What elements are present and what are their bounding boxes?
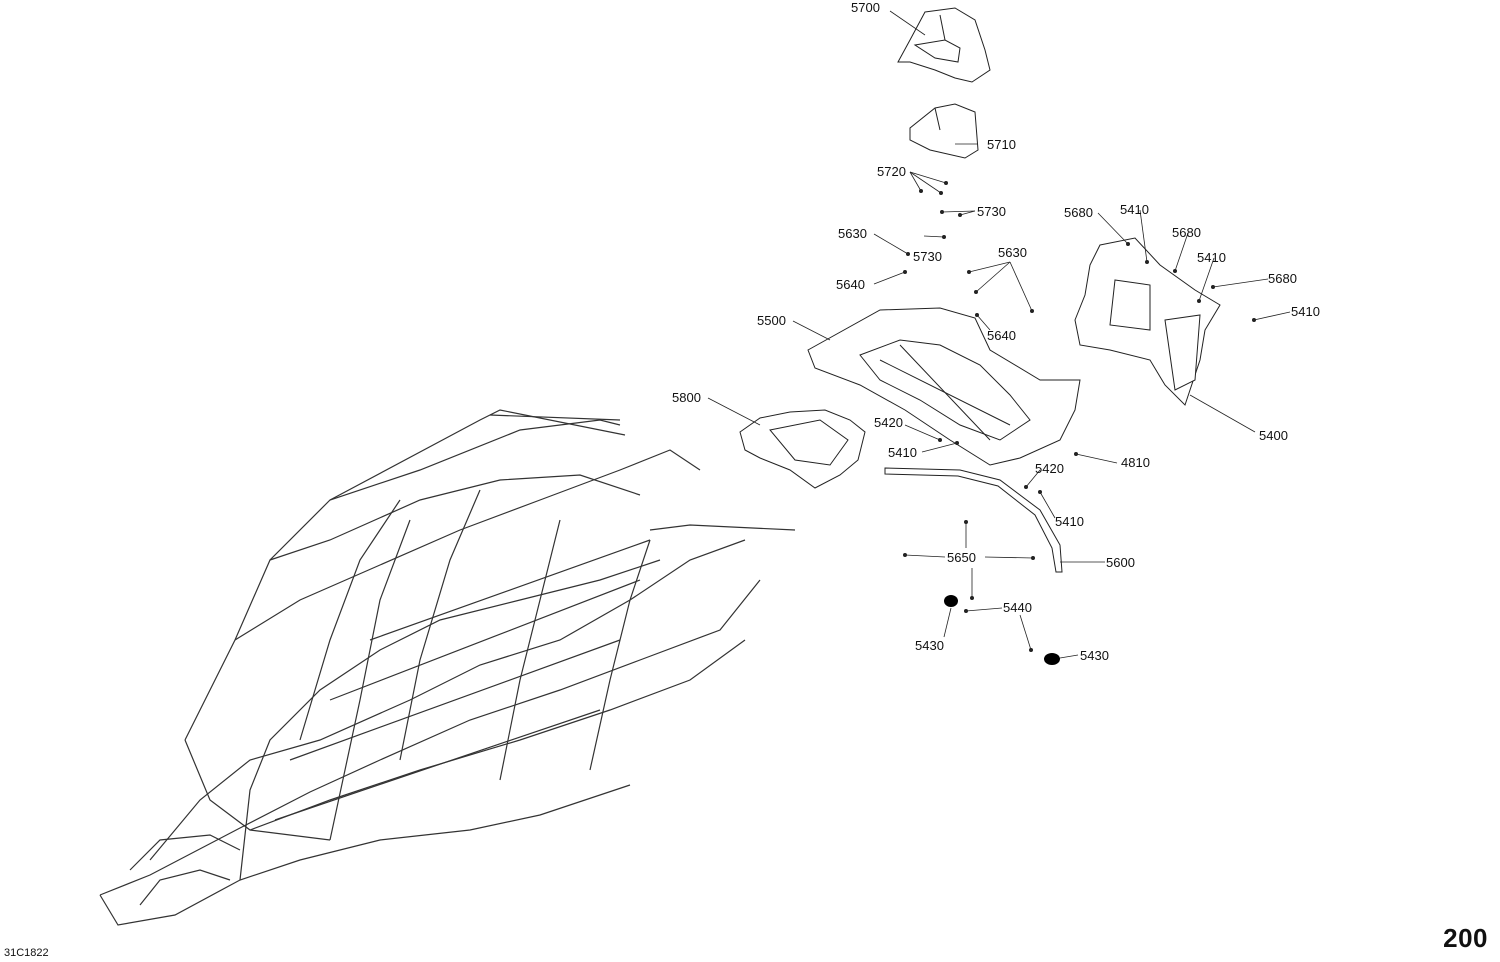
callout-5500: 5500 [757, 313, 786, 328]
callout-5650: 5650 [947, 550, 976, 565]
callout-labels: 5700 5710 5720 5730 5730 5630 5630 5640 … [672, 0, 1320, 663]
callout-5640: 5640 [987, 328, 1016, 343]
callout-5420: 5420 [1035, 461, 1064, 476]
callout-5410: 5410 [1055, 514, 1084, 529]
callout-5680: 5680 [1172, 225, 1201, 240]
callout-5680: 5680 [1064, 205, 1093, 220]
callout-5710: 5710 [987, 137, 1016, 152]
callout-4810: 4810 [1121, 455, 1150, 470]
part-5800-tray [739, 409, 866, 489]
callout-5730: 5730 [977, 204, 1006, 219]
callout-5640: 5640 [836, 277, 865, 292]
callout-5410: 5410 [1120, 202, 1149, 217]
callout-5410: 5410 [1197, 250, 1226, 265]
part-5710-bracket [909, 103, 979, 159]
callout-5630: 5630 [998, 245, 1027, 260]
callout-5700: 5700 [851, 0, 880, 15]
callout-5420: 5420 [874, 415, 903, 430]
callout-5680: 5680 [1268, 271, 1297, 286]
callout-5430: 5430 [1080, 648, 1109, 663]
part-5500-floor [807, 307, 1081, 466]
part-5600-bar [884, 467, 1063, 573]
callout-5440: 5440 [1003, 600, 1032, 615]
callout-5410: 5410 [1291, 304, 1320, 319]
part-5400-side-panel [1074, 237, 1221, 406]
leader-lines [707, 10, 1291, 659]
part-5430-caps [944, 595, 1060, 665]
document-code: 31C1822 [4, 947, 49, 959]
callout-5430: 5430 [915, 638, 944, 653]
callout-5800: 5800 [672, 390, 701, 405]
callout-5600: 5600 [1106, 555, 1135, 570]
page-number: 200 [1443, 923, 1488, 953]
callout-5400: 5400 [1259, 428, 1288, 443]
part-5700-cover [897, 7, 991, 83]
callout-5720: 5720 [877, 164, 906, 179]
callout-5410: 5410 [888, 445, 917, 460]
callout-5630: 5630 [838, 226, 867, 241]
chassis-frame [99, 409, 796, 926]
callout-5730: 5730 [913, 249, 942, 264]
